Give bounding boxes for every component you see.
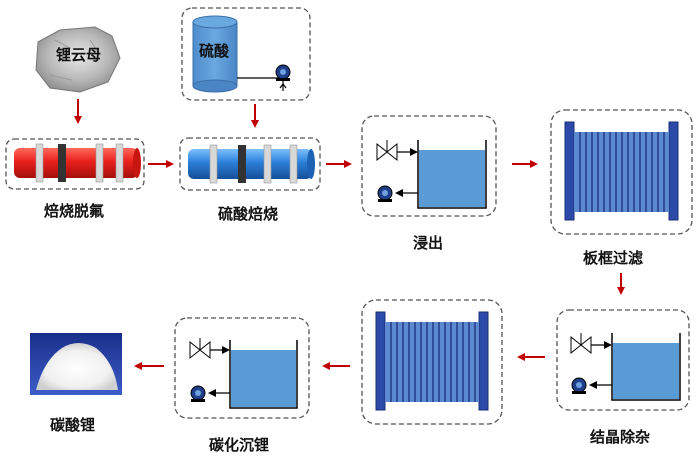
defluorination-box [5, 138, 145, 190]
pump-icon [190, 385, 206, 402]
plate-filter-2-box [361, 299, 503, 425]
plate-filter-box [550, 109, 693, 235]
defluorination-roasting-label: 焙烧脱氟 [44, 202, 105, 220]
sulfuric-roasting-box [179, 137, 321, 191]
red-rotary-kiln [14, 143, 141, 183]
pump-icon [377, 185, 393, 202]
crystallization-label: 结晶除杂 [590, 428, 651, 446]
pump-icon [571, 377, 587, 394]
carbonation-label: 碳化沉锂 [209, 436, 270, 454]
sulfuric-acid-label: 硫酸 [199, 42, 230, 60]
ore-label: 锂云母 [56, 46, 102, 64]
valve-icon [189, 338, 211, 360]
product-label: 碳酸锂 [50, 416, 96, 434]
lithium-carbonate-image [30, 333, 122, 395]
sulfuric-acid-tank [192, 15, 238, 93]
plate-frame-filter-2 [375, 311, 489, 411]
crystallization-tank [611, 333, 681, 401]
sulfuric-acid-box [181, 7, 311, 101]
carbonation-tank [229, 340, 298, 409]
plate-frame-filter [564, 121, 679, 221]
valve-icon [570, 333, 592, 355]
blue-rotary-kiln [188, 144, 315, 184]
crystallization-box [556, 309, 690, 411]
plate-filter-label: 板框过滤 [583, 249, 644, 267]
leaching-tank [417, 140, 487, 209]
valve-icon [376, 140, 398, 162]
leaching-label: 浸出 [413, 234, 444, 252]
ore-rock-image [35, 26, 121, 93]
sulfuric-roasting-label: 硫酸焙烧 [218, 205, 279, 223]
pump-icon [275, 64, 291, 81]
